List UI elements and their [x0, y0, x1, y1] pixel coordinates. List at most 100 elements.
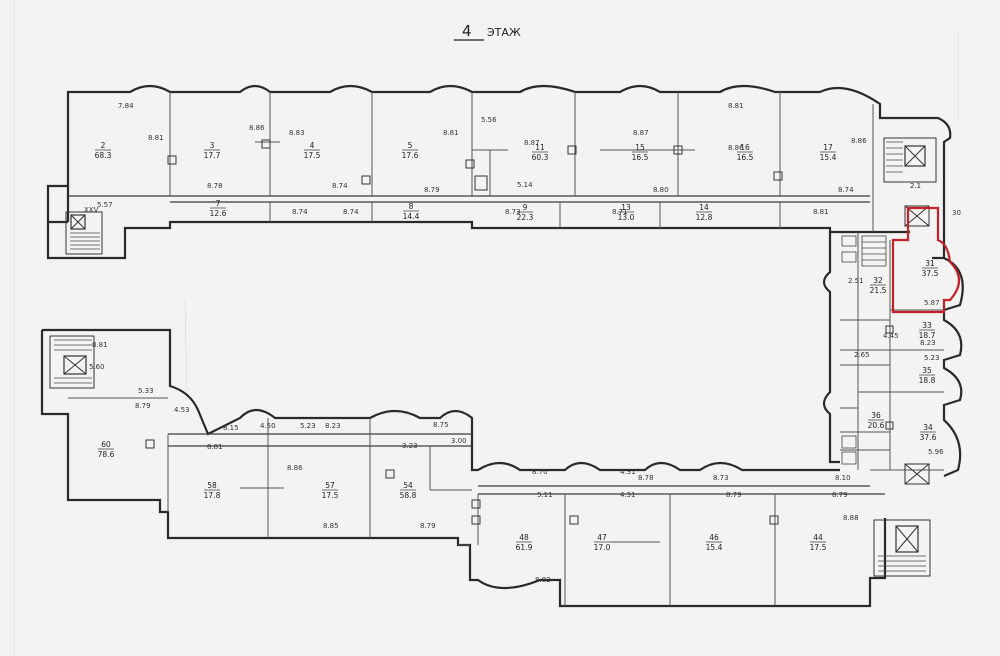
- room-number: 2: [101, 141, 106, 150]
- room-area: 13.0: [618, 213, 635, 222]
- room-number: 9: [523, 203, 528, 212]
- dimension-label: 5.33: [138, 387, 154, 395]
- dimension-label: 5.11: [537, 491, 553, 499]
- room-area: 17.8: [204, 491, 221, 500]
- dimension-label: 4.31: [620, 491, 636, 499]
- room-area: 17.5: [304, 151, 321, 160]
- room-8[interactable]: 814.4: [403, 202, 420, 221]
- right-wing: [822, 206, 964, 485]
- room-area: 12.6: [210, 209, 227, 218]
- room-number: 16: [740, 143, 750, 152]
- dimension-label: 8.73: [713, 474, 729, 482]
- room-number: 46: [709, 533, 719, 542]
- dimension-label: 8.74: [343, 208, 359, 216]
- room-number: 4: [310, 141, 315, 150]
- stair-bottom-right: [873, 519, 931, 577]
- dimension-label: 8.81: [443, 129, 459, 137]
- room-area: 16.5: [737, 153, 754, 162]
- dimension-label: 4.53: [174, 406, 190, 414]
- dimension-label: 8.86: [249, 124, 265, 132]
- room-number: 60: [101, 440, 111, 449]
- room-number: 7: [216, 199, 221, 208]
- dimension-label: 5.57: [97, 201, 113, 209]
- room-2[interactable]: 268.3: [95, 141, 112, 160]
- room-area: 22.3: [517, 213, 534, 222]
- dimension-label: 5.23: [300, 422, 316, 430]
- room-5[interactable]: 517.6: [402, 141, 419, 160]
- dimension-label: 8.75: [433, 421, 449, 429]
- dimension-label: 30: [952, 209, 961, 217]
- room-number: 11: [535, 143, 545, 152]
- room-area: 21.5: [870, 286, 887, 295]
- dimension-label: 8.86: [851, 137, 867, 145]
- dimension-label: 2.65: [854, 351, 870, 359]
- dimension-label: 8.81: [728, 102, 744, 110]
- dimension-label: 4.50: [260, 422, 276, 430]
- room-area: 16.5: [632, 153, 649, 162]
- room-labels: 268.3317.7417.5517.61160.31516.51616.517…: [95, 141, 939, 552]
- room-9[interactable]: 922.3: [517, 203, 534, 222]
- room-number: 3: [210, 141, 215, 150]
- room-number: 33: [922, 321, 932, 330]
- dimension-label: 5.23: [924, 354, 940, 362]
- dimension-label: 8.85: [323, 522, 339, 530]
- dimension-label: 8.86: [728, 144, 744, 152]
- room-7[interactable]: 712.6: [210, 199, 227, 218]
- dimension-label: 5.96: [928, 448, 944, 456]
- room-area: 15.4: [820, 153, 837, 162]
- room-area: 14.4: [403, 212, 420, 221]
- room-4[interactable]: 417.5: [304, 141, 321, 160]
- room-number: 13: [621, 203, 631, 212]
- dimension-label: 8.10: [835, 474, 851, 482]
- room-number: 47: [597, 533, 607, 542]
- room-number: 14: [699, 203, 709, 212]
- room-area: 37.5: [922, 269, 939, 278]
- dimension-label: 8.70: [532, 468, 548, 476]
- dimension-label: 5.56: [481, 116, 497, 124]
- floor-number: 4: [462, 22, 472, 40]
- dimension-label: 4.31: [620, 468, 636, 476]
- highlighted-room-31[interactable]: [891, 206, 961, 314]
- dimension-label: 3.23: [402, 442, 418, 450]
- room-area: 17.0: [594, 543, 611, 552]
- right-utility-hatch: [841, 235, 887, 465]
- dimension-label: 7.84: [118, 102, 134, 110]
- room-area: 61.9: [516, 543, 533, 552]
- dimension-label: 5.87: [924, 299, 940, 307]
- dimension-label: 2.51: [848, 277, 864, 285]
- dimension-label: 8.79: [424, 186, 440, 194]
- dimension-label: 8.79: [832, 491, 848, 499]
- stair-left-bottom: [49, 335, 95, 389]
- room-number: 31: [925, 259, 935, 268]
- room-number: 48: [519, 533, 529, 542]
- room-number: 17: [823, 143, 833, 152]
- room-number: 5: [408, 141, 413, 150]
- room-number: 54: [403, 481, 413, 490]
- dimension-label: 8.74: [332, 182, 348, 190]
- room-3[interactable]: 317.7: [204, 141, 221, 160]
- room-area: 78.6: [98, 450, 115, 459]
- room-area: 60.3: [532, 153, 549, 162]
